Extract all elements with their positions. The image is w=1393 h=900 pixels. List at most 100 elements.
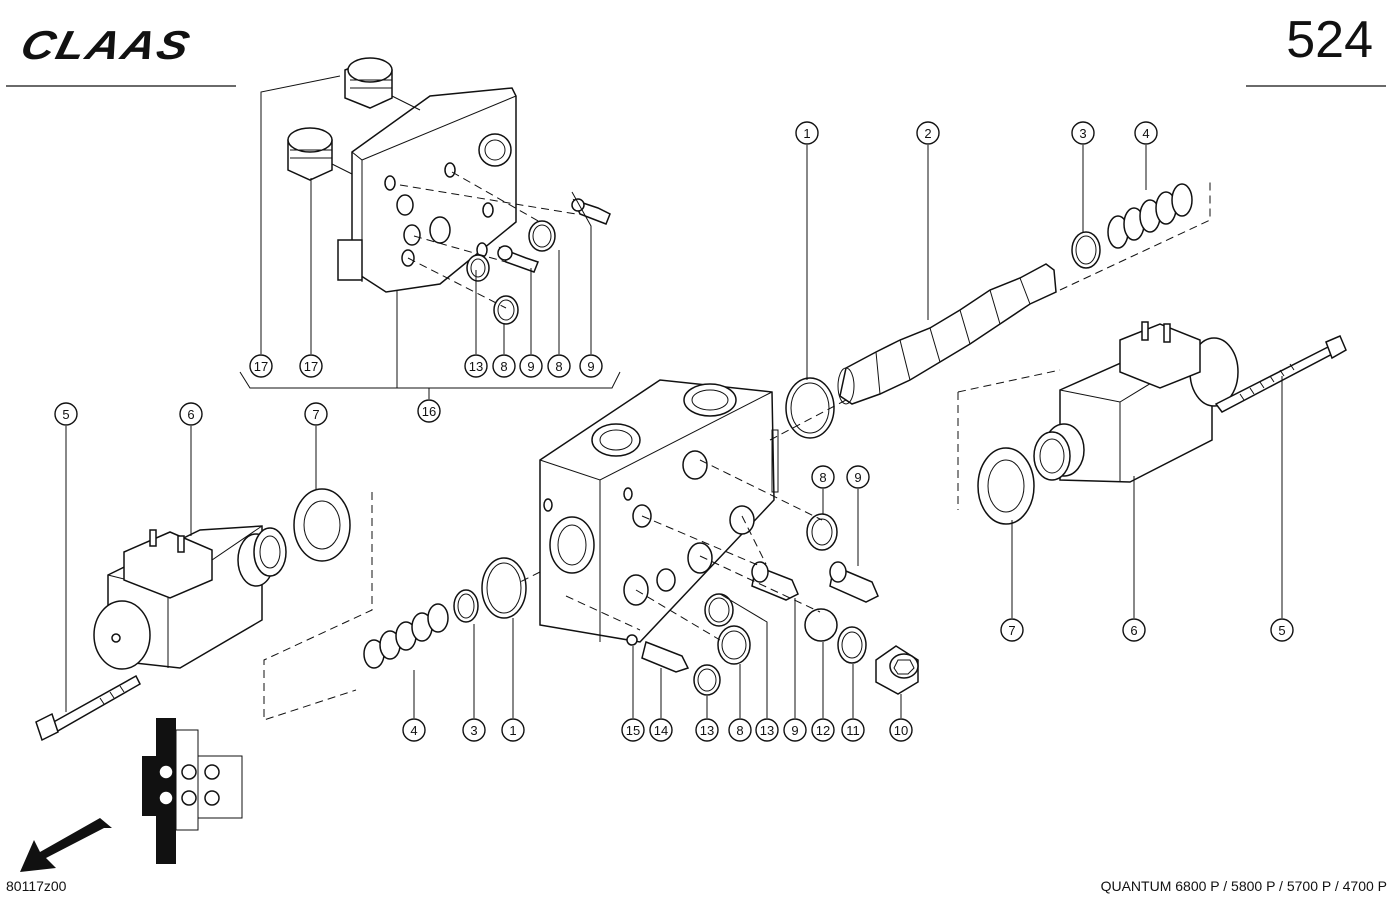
part-callout-10: 10 — [889, 718, 913, 742]
ball-15 — [626, 634, 638, 646]
part-callout-label: 8 — [819, 470, 826, 485]
part-callout-label: 12 — [816, 723, 830, 738]
part-callout-8: 8 — [547, 354, 571, 378]
part-callout-13: 13 — [755, 718, 779, 742]
part-callout-label: 9 — [791, 723, 798, 738]
solenoid-right-group — [957, 321, 1347, 618]
part-callout-label: 13 — [760, 723, 774, 738]
part-callout-7: 7 — [304, 402, 328, 426]
oring-1-left — [481, 557, 527, 619]
part-callout-9: 9 — [846, 465, 870, 489]
part-callout-label: 15 — [626, 723, 640, 738]
part-callout-5: 5 — [54, 402, 78, 426]
part-callout-14: 14 — [649, 718, 673, 742]
part-callout-3: 3 — [462, 718, 486, 742]
part-callout-label: 8 — [555, 359, 562, 374]
part-callout-label: 11 — [846, 723, 860, 738]
plug-10 — [875, 645, 919, 695]
part-callout-12: 12 — [811, 718, 835, 742]
oring-8-body-b — [717, 625, 751, 665]
solenoid-left-group — [35, 426, 373, 742]
nut-7-right — [977, 447, 1035, 525]
part-callout-label: 3 — [1079, 126, 1086, 141]
part-callout-1: 1 — [501, 718, 525, 742]
part-callout-17: 17 — [249, 354, 273, 378]
part-callout-9: 9 — [579, 354, 603, 378]
bolt-5-right — [1214, 335, 1347, 413]
part-callout-label: 5 — [1278, 623, 1285, 638]
bolt-5-left — [35, 674, 141, 742]
solenoid-right-thread — [1033, 423, 1085, 481]
part-callout-label: 7 — [312, 407, 319, 422]
solenoid-left-connector — [123, 531, 213, 599]
cover-plate — [351, 87, 517, 293]
part-callout-4: 4 — [402, 718, 426, 742]
part-callout-4: 4 — [1134, 121, 1158, 145]
part-callout-1: 1 — [795, 121, 819, 145]
part-callout-label: 13 — [700, 723, 714, 738]
part-callout-6: 6 — [1122, 618, 1146, 642]
part-callout-label: 9 — [587, 359, 594, 374]
part-callout-17: 17 — [299, 354, 323, 378]
part-callout-9: 9 — [519, 354, 543, 378]
valve-body-group — [363, 379, 919, 718]
part-callout-label: 7 — [1008, 623, 1015, 638]
spool-2 — [839, 263, 1057, 405]
cover-plate-connector — [337, 239, 363, 281]
part-callout-label: 10 — [894, 723, 908, 738]
part-callout-label: 1 — [509, 723, 516, 738]
part-callout-label: 3 — [470, 723, 477, 738]
part-callout-15: 15 — [621, 718, 645, 742]
plug-middle — [287, 127, 333, 181]
oring-8-mid — [466, 254, 490, 282]
direction-arrow-icon — [20, 818, 112, 872]
nut-7-left — [293, 488, 351, 562]
cover-plate-group — [239, 57, 621, 399]
orientation-key — [142, 718, 243, 864]
part-callout-11: 11 — [841, 718, 865, 742]
part-callout-label: 2 — [924, 126, 931, 141]
part-callout-8: 8 — [811, 465, 835, 489]
drawing-code: 80117z00 — [6, 878, 67, 894]
part-callout-2: 2 — [916, 121, 940, 145]
part-callout-label: 17 — [304, 359, 318, 374]
part-callout-label: 17 — [254, 359, 268, 374]
spring-4-right — [1107, 183, 1193, 249]
part-callout-label: 9 — [527, 359, 534, 374]
solenoid-left-thread — [237, 527, 287, 587]
part-callout-8: 8 — [728, 718, 752, 742]
part-callout-9: 9 — [783, 718, 807, 742]
oring-3-right — [1071, 231, 1101, 269]
machine-models: QUANTUM 6800 P / 5800 P / 5700 P / 4700 … — [1100, 878, 1387, 894]
plug-top — [344, 57, 393, 109]
spool-group — [769, 145, 1211, 441]
part-callout-label: 6 — [187, 407, 194, 422]
part-callout-8: 8 — [492, 354, 516, 378]
pin-14 — [641, 640, 690, 673]
part-callout-5: 5 — [1270, 618, 1294, 642]
part-callout-label: 4 — [410, 723, 417, 738]
part-callout-label: 4 — [1142, 126, 1149, 141]
part-callout-13: 13 — [695, 718, 719, 742]
part-callout-7: 7 — [1000, 618, 1024, 642]
body-port-c — [549, 516, 595, 574]
part-callout-label: 16 — [422, 404, 436, 419]
oring-1-right — [785, 377, 835, 439]
part-callout-3: 3 — [1071, 121, 1095, 145]
part-callout-16: 16 — [417, 399, 441, 423]
part-callout-label: 9 — [854, 470, 861, 485]
ball-12 — [804, 608, 838, 642]
spring-4-left — [363, 603, 449, 669]
solenoid-right-connector — [1119, 323, 1201, 389]
part-callout-label: 8 — [736, 723, 743, 738]
page-number: 524 — [1286, 11, 1373, 69]
part-callout-label: 8 — [500, 359, 507, 374]
part-callout-label: 14 — [654, 723, 668, 738]
part-callout-6: 6 — [179, 402, 203, 426]
body-port-b — [683, 383, 737, 417]
body-port-a — [591, 423, 641, 457]
part-callout-label: 1 — [803, 126, 810, 141]
part-callout-label: 5 — [62, 407, 69, 422]
